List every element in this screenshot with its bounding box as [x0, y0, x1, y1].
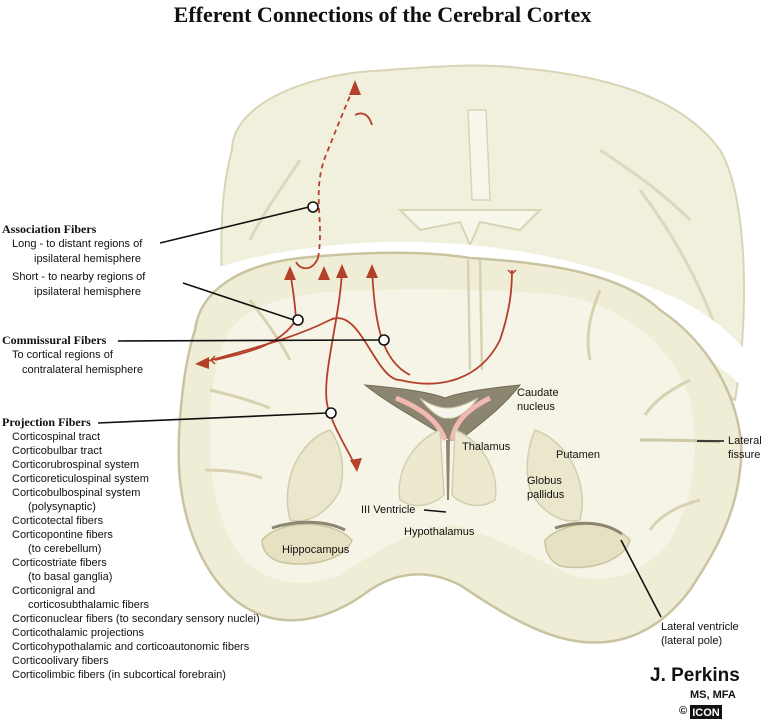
commissural-heading: Commissural Fibers: [2, 333, 107, 347]
arrowhead-3: [366, 264, 378, 278]
copyright-symbol: ©: [679, 705, 688, 717]
lateral-ventricle-label-line2: (lateral pole): [661, 635, 723, 647]
projection-item: (to basal ganglia): [28, 571, 113, 583]
projection-item: Corticonigral and: [12, 585, 96, 597]
long-association-marker: [307, 201, 319, 213]
projection-item: Corticobulbar tract: [12, 445, 102, 457]
icon-logo: ICON: [690, 705, 722, 719]
terminal-forks: [209, 269, 517, 365]
commissural-line1: To cortical regions of: [12, 349, 113, 361]
arrowhead-1: [318, 266, 330, 280]
lateral-fissure-label-line2: fissure: [728, 449, 761, 461]
connection-points: [292, 201, 390, 419]
projection-item: Corticothalamic projections: [12, 627, 145, 639]
projection-fiber: [325, 269, 356, 466]
long-association-line1: Long - to distant regions of: [12, 238, 143, 250]
third-ventricle-leader: [423, 509, 447, 513]
arrowhead-down: [350, 458, 362, 472]
hippocampus-label: Hippocampus: [282, 544, 350, 556]
commissural-line2: contralateral hemisphere: [22, 364, 144, 376]
putamen-label: Putamen: [556, 449, 601, 461]
long-association-leader: [159, 206, 310, 244]
projection-marker: [325, 407, 337, 419]
choroid-plexus: [395, 395, 492, 441]
gap-band: [215, 241, 765, 410]
arrowhead-short: [284, 266, 296, 280]
hypothalamus-label: Hypothalamus: [404, 526, 475, 538]
long-association-fiber-base: [295, 257, 319, 270]
commissural-marker: [378, 334, 390, 346]
arrowhead-lateral: [195, 357, 209, 369]
globus-label-line2: pallidus: [527, 489, 565, 501]
lateral-ventricle-pole: [554, 521, 623, 536]
fiber-arrowheads: [195, 80, 378, 472]
short-association-leader: [182, 282, 295, 321]
projection-item: (to cerebellum): [28, 543, 102, 555]
lateral-ventricle-leader: [620, 539, 662, 618]
projection-item: Corticotectal fibers: [12, 515, 104, 527]
corpus-callosum: [419, 397, 479, 419]
third-ventricle: [446, 440, 450, 500]
projection-item: (polysynaptic): [28, 501, 96, 513]
third-ventricle-label: III Ventricle: [361, 504, 416, 516]
long-association-line2: ipsilateral hemisphere: [34, 253, 141, 265]
short-association-marker: [292, 314, 304, 326]
projection-item: Corticohypothalamic and corticoautonomic…: [12, 641, 250, 653]
projection-heading: Projection Fibers: [2, 415, 91, 429]
author-credentials: MS, MFA: [690, 689, 736, 701]
projection-item: corticosubthalamic fibers: [28, 599, 150, 611]
arrowhead-2: [336, 264, 348, 278]
diagram-title: Efferent Connections of the Cerebral Cor…: [173, 2, 592, 27]
short-association-line2: ipsilateral hemisphere: [34, 286, 141, 298]
front-brain-slice: [177, 251, 743, 644]
long-association-fiber-dashed: [317, 84, 356, 259]
hippocampus-shape-left: [261, 523, 353, 565]
thalamus-label: Thalamus: [462, 441, 511, 453]
longitudinal-fissure: [466, 259, 484, 371]
top-loop: [354, 112, 373, 126]
lateral-ventricle-label-line1: Lateral ventricle: [661, 621, 739, 633]
background-corpus-callosum: [397, 209, 543, 248]
commissural-fiber: [204, 269, 513, 385]
author-name: J. Perkins: [650, 665, 740, 686]
caudate-label-line1: Caudate: [517, 387, 559, 399]
association-heading: Association Fibers: [2, 222, 97, 236]
lateral-fissure-label-line1: Lateral: [728, 435, 762, 447]
logo-text: ICON: [692, 707, 720, 719]
projection-leader: [97, 412, 328, 424]
projection-item: Corticopontine fibers: [12, 529, 113, 541]
projection-item: Corticospinal tract: [12, 431, 101, 443]
arrowhead-top: [349, 80, 361, 95]
leader-lines: [97, 206, 724, 618]
projection-item: Corticonuclear fibers (to secondary sens…: [12, 613, 260, 625]
putamen-shape: [526, 429, 583, 522]
globus-label-line1: Globus: [527, 475, 562, 487]
projection-item: Corticorubrospinal system: [12, 459, 140, 471]
thalamus-shape: [451, 428, 497, 507]
short-association-line1: Short - to nearby regions of: [12, 271, 146, 283]
caudate-label-line2: nucleus: [517, 401, 555, 413]
commissural-leader: [117, 339, 381, 342]
projection-item: Corticobulbospinal system: [12, 487, 141, 499]
projection-item: Corticoreticulospinal system: [12, 473, 149, 485]
projection-item: Corticolimbic fibers (in subcortical for…: [12, 669, 226, 681]
projection-item: Corticostriate fibers: [12, 557, 107, 569]
short-association-fiber-lateral: [214, 319, 297, 361]
projection-item: Corticoolivary fibers: [12, 655, 109, 667]
